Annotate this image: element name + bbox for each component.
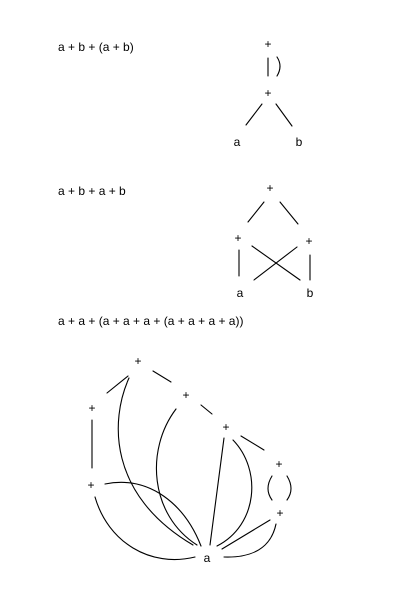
dag1-root-plus: + [264, 37, 271, 51]
dag3-edge-7-a-right [223, 523, 277, 558]
dag3-edge-4-a-straight [209, 437, 225, 546]
dag3-plus-2: + [88, 401, 95, 415]
expression-label-2: a + b + a + b [58, 184, 126, 198]
dag1-edge-root-right [276, 56, 281, 77]
dag3-edge-6-a-lower [94, 496, 196, 561]
dag3-plus-5: + [275, 457, 282, 471]
dag3-leaf-a: a [204, 551, 211, 565]
dag2-edge-right-a [253, 246, 298, 281]
dag3-edge-3-a [155, 408, 198, 546]
dag-3: + + + + + + + a [87, 354, 292, 565]
dag1-leaf-b: b [296, 135, 303, 149]
dag3-plus-4: + [222, 420, 229, 434]
dag2-leaf-b: b [307, 286, 314, 300]
dag2-edge-root-right [279, 201, 299, 225]
dag3-plus-3: + [182, 388, 189, 402]
dag2-root-plus: + [266, 181, 273, 195]
dag2-edge-root-left [247, 201, 265, 223]
dag1-edge-to-a [245, 103, 263, 126]
dag2-leaf-a: a [237, 286, 244, 300]
dag3-edge-1-2 [106, 375, 129, 394]
dag3-plus-1: + [134, 354, 141, 368]
dag-2: + + + a b [234, 181, 313, 300]
dag3-edge-6-a-upper [104, 481, 202, 547]
dag-1: + + a b [234, 37, 303, 149]
dag3-edge-5-7-right [286, 475, 292, 501]
dag3-plus-6: + [87, 478, 94, 492]
dag3-edge-7-a-left [221, 519, 271, 550]
dag3-edge-5-7-left [267, 475, 273, 501]
dag3-edge-3-4 [200, 404, 213, 415]
dag2-right-plus: + [305, 234, 312, 248]
dag1-edge-to-b [275, 103, 293, 127]
expression-label-1: a + b + (a + b) [58, 40, 134, 54]
dag3-edge-4-5 [240, 435, 265, 451]
dag3-edge-4-a-curve [216, 439, 253, 547]
dag2-left-plus: + [234, 231, 241, 245]
dag1-inner-plus: + [264, 86, 271, 100]
dag3-edge-1-a [117, 377, 194, 546]
expression-label-3: a + a + (a + a + a + (a + a + a + a)) [58, 314, 244, 328]
dag1-leaf-a: a [234, 135, 241, 149]
dag3-edge-1-3 [152, 370, 172, 383]
dag3-plus-7: + [276, 506, 283, 520]
